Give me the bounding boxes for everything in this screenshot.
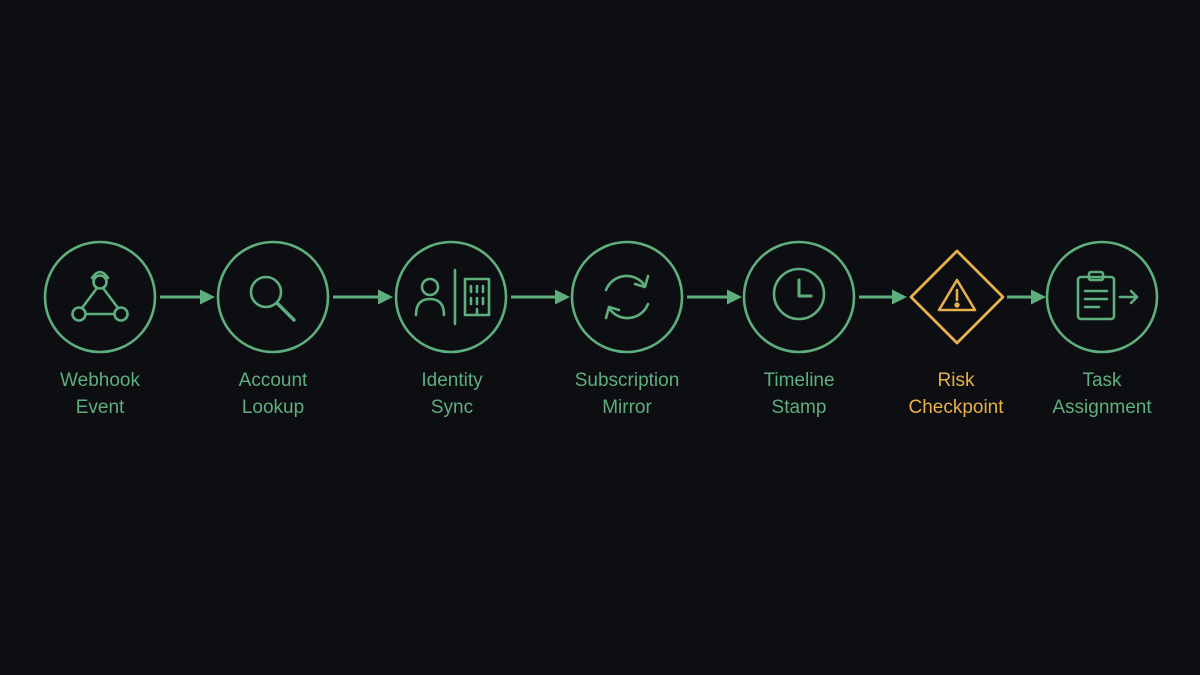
node-account-lookup[interactable] — [216, 240, 330, 354]
clipboard-arrow-icon — [1076, 270, 1139, 321]
node-identity-sync[interactable] — [394, 240, 508, 354]
step-label-line2: Assignment — [1052, 397, 1152, 418]
step-label-risk-checkpoint: Risk Checkpoint — [881, 367, 1031, 421]
step-label-line1: Risk — [937, 370, 975, 391]
step-label-webhook-event: Webhook Event — [25, 367, 175, 421]
step-label-line2: Event — [75, 397, 125, 418]
person-building-icon — [414, 268, 491, 326]
step-label-subscription-mirror: Subscription Mirror — [552, 367, 702, 421]
node-subscription-mirror[interactable] — [570, 240, 684, 354]
sync-arrows-icon — [604, 274, 650, 320]
step-label-task-assignment: Task Assignment — [1027, 367, 1177, 421]
step-label-timeline-stamp: Timeline Stamp — [724, 367, 874, 421]
node-timeline-stamp[interactable] — [742, 240, 856, 354]
step-label-line1: Task — [1082, 370, 1122, 391]
node-webhook-event[interactable] — [43, 240, 157, 354]
step-label-line1: Subscription — [574, 370, 680, 391]
step-label-line1: Identity — [421, 370, 483, 391]
step-label-line2: Stamp — [771, 397, 827, 418]
step-label-line1: Account — [238, 370, 308, 391]
node-task-assignment[interactable] — [1045, 240, 1159, 354]
step-label-line2: Lookup — [241, 397, 305, 418]
step-label-identity-sync: Identity Sync — [377, 367, 527, 421]
step-label-line1: Timeline — [763, 370, 835, 391]
step-label-account-lookup: Account Lookup — [198, 367, 348, 421]
node-risk-checkpoint[interactable] — [909, 249, 1005, 345]
clock-icon — [772, 267, 826, 321]
step-label-line2: Checkpoint — [908, 397, 1004, 418]
step-label-line1: Webhook — [60, 370, 140, 391]
webhook-icon — [71, 270, 129, 322]
step-label-line2: Sync — [430, 397, 474, 418]
search-icon — [249, 275, 296, 322]
step-label-line2: Mirror — [602, 397, 652, 418]
warning-icon — [937, 278, 977, 312]
